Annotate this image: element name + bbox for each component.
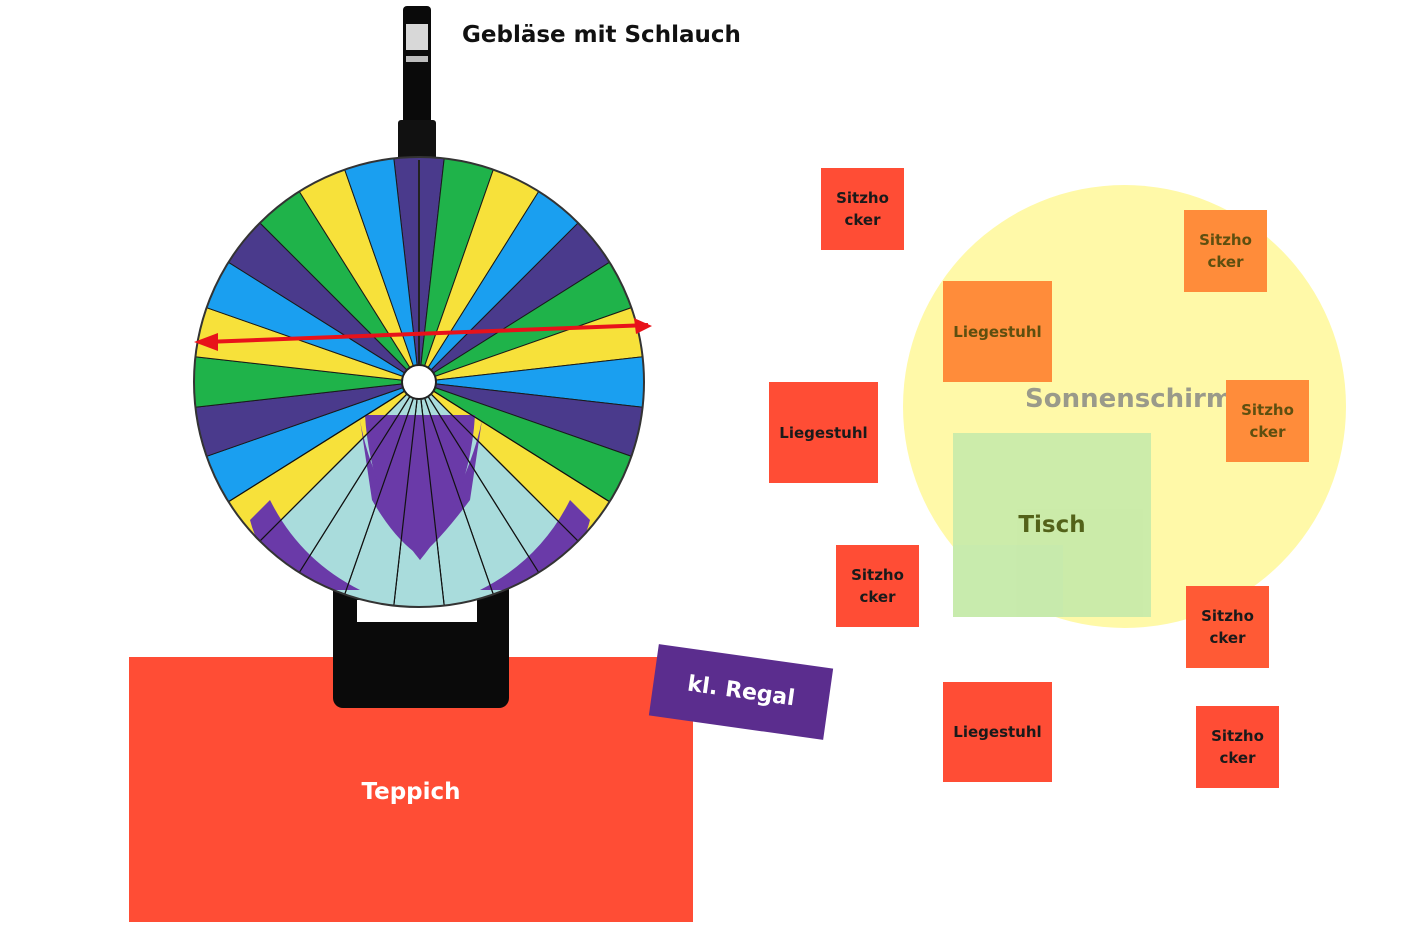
sitzhocker-label: Sitzho cker (1241, 401, 1294, 441)
wheel-divider (391, 381, 420, 607)
wheel-segments (194, 157, 644, 607)
sitzhocker-label: Sitzho cker (851, 566, 904, 606)
wheel-segment (418, 381, 644, 462)
wheel-divider (290, 381, 420, 586)
sitzhocker-1: Sitzho cker (821, 168, 904, 250)
sitzhocker-6: Sitzho cker (1196, 706, 1279, 788)
tisch-label: Tisch (1018, 512, 1086, 538)
diagram-title: Gebläse mit Schlauch (462, 22, 741, 48)
wheel-hub (401, 364, 437, 400)
wheel-flame (365, 415, 475, 560)
wheel-divider (418, 381, 499, 607)
liegestuhl-label: Liegestuhl (953, 723, 1042, 741)
liegestuhl-2: Liegestuhl (769, 382, 878, 483)
sonnenschirm-label: Sonnenschirm (1025, 384, 1233, 414)
wheel-divider (418, 381, 447, 607)
wheel-segment (418, 354, 644, 410)
wheel-flame (360, 420, 482, 560)
wheel-divider (418, 381, 623, 511)
wheel-divider (215, 381, 420, 511)
liegestuhl-3: Liegestuhl (943, 682, 1052, 782)
wheel-divider (248, 381, 420, 553)
wheel-divider (339, 381, 420, 607)
liegestuhl-label: Liegestuhl (779, 423, 868, 442)
regal-label: kl. Regal (685, 671, 797, 712)
wheel-segment (339, 157, 420, 383)
sitzhocker-label: Sitzho cker (1201, 607, 1254, 647)
teppich-label: Teppich (361, 778, 461, 805)
sitzhocker-label: Sitzho cker (1199, 231, 1252, 271)
wheel-segment (194, 381, 420, 462)
sitzhocker-2: Sitzho cker (1184, 210, 1267, 292)
wheel-divider (418, 381, 548, 586)
sitzhocker-label: Sitzho cker (836, 189, 889, 229)
sitzhocker-4: Sitzho cker (836, 545, 919, 627)
liegestuhl-label: Liegestuhl (953, 322, 1042, 341)
tisch-area: Tisch (953, 433, 1151, 617)
wheel-divider (418, 381, 590, 553)
wheel-segment (418, 157, 499, 383)
liegestuhl-1: Liegestuhl (943, 281, 1052, 382)
red-arrow-icon (194, 318, 652, 351)
wheel-segment (418, 302, 644, 383)
sitzhocker-5: Sitzho cker (1186, 586, 1269, 668)
sitzhocker-label: Sitzho cker (1211, 727, 1264, 767)
wheel-segment (194, 302, 420, 383)
sitzhocker-3: Sitzho cker (1226, 380, 1309, 462)
wheel-base-front (333, 640, 509, 708)
wheel-segment (194, 354, 420, 410)
